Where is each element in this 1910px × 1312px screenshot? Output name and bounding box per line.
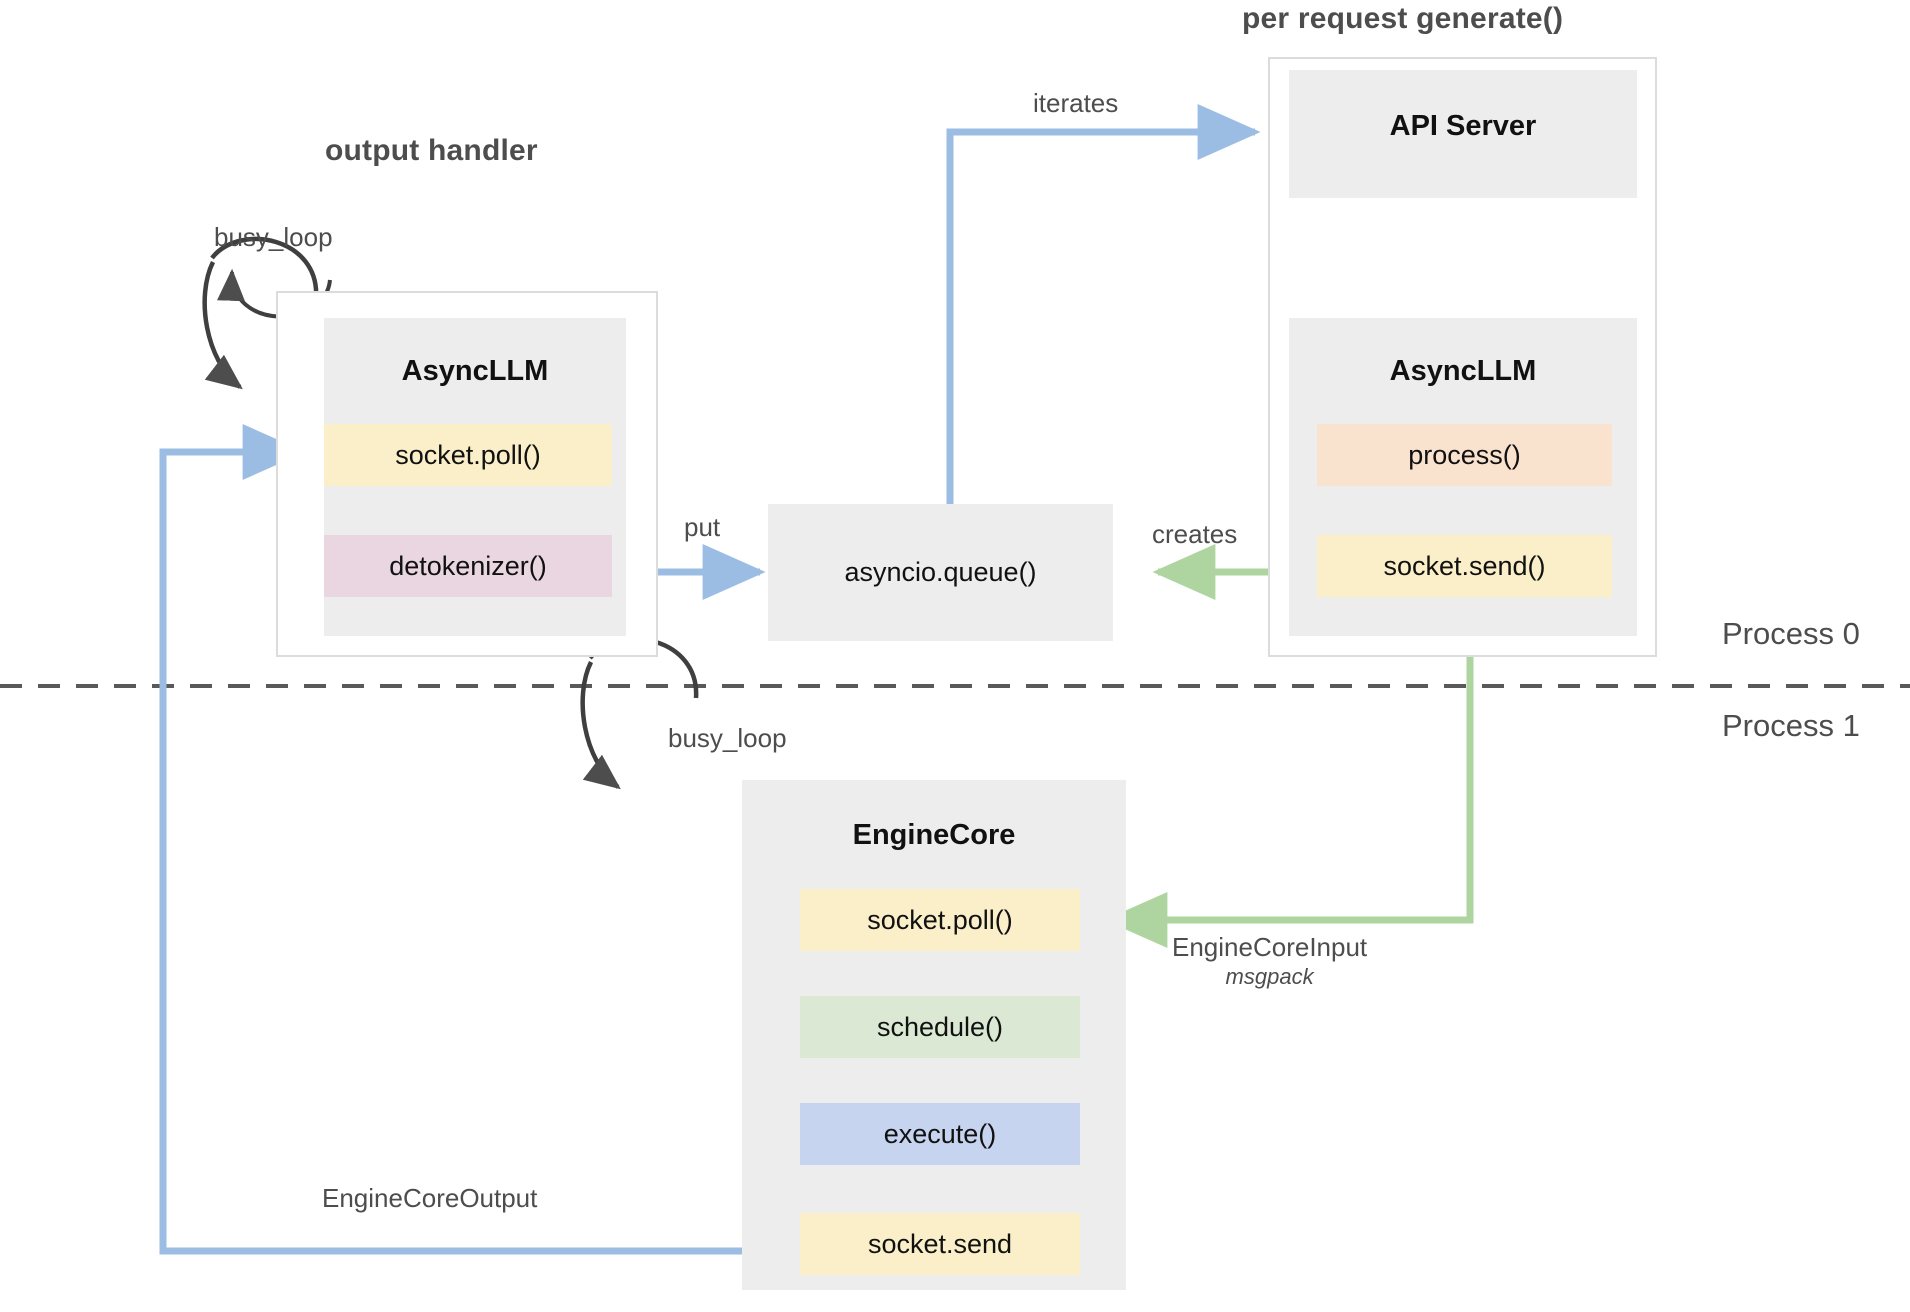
enginecore-row-schedule[interactable]: schedule() [800, 996, 1080, 1058]
enginecore-row-socket-poll[interactable]: socket.poll() [800, 889, 1080, 951]
api-server-title: API Server [1389, 110, 1537, 142]
asyncio-queue-box[interactable]: asyncio.queue() [768, 504, 1113, 641]
enginecore-input-format: msgpack [1225, 964, 1314, 989]
edge-iterates [946, 104, 1261, 508]
per-request-row-socket-send[interactable]: socket.send() [1317, 535, 1612, 597]
enginecore-title: EngineCore [852, 819, 1016, 851]
per-request-asyncllm-title: AsyncLLM [1389, 355, 1537, 387]
output-handler-asyncllm-title: AsyncLLM [401, 355, 549, 387]
edge-label-put: put [684, 512, 721, 542]
group-title-output-handler: output handler [325, 134, 538, 167]
output-handler-row-socket-poll[interactable]: socket.poll() [324, 424, 612, 486]
enginecore-row-execute[interactable]: execute() [800, 1103, 1080, 1165]
api-server-box[interactable]: API Server [1289, 70, 1637, 198]
per-request-row-process[interactable]: process() [1317, 424, 1612, 486]
edge-label-enginecore-output: EngineCoreOutput [322, 1183, 538, 1213]
busy-loop-arc-enginecore-2 [580, 660, 621, 790]
busy-loop-arc-asyncllm-3 [202, 260, 243, 390]
process-label-top: Process 0 [1722, 616, 1860, 651]
enginecore-input-text: EngineCoreInput [1172, 932, 1368, 962]
edge-label-enginecore-input: EngineCoreInput msgpack [1172, 932, 1367, 990]
edge-label-iterates: iterates [1033, 88, 1119, 118]
output-handler-row-detokenizer[interactable]: detokenizer() [324, 535, 612, 597]
group-title-per-request: per request generate() [1242, 2, 1564, 35]
enginecore-row-socket-send[interactable]: socket.send [800, 1213, 1080, 1275]
busy-loop-label-enginecore: busy_loop [668, 723, 787, 753]
busy-loop-label-output-handler: busy_loop [214, 222, 333, 252]
process-label-bottom: Process 1 [1722, 708, 1860, 743]
edge-label-creates: creates [1152, 519, 1238, 549]
